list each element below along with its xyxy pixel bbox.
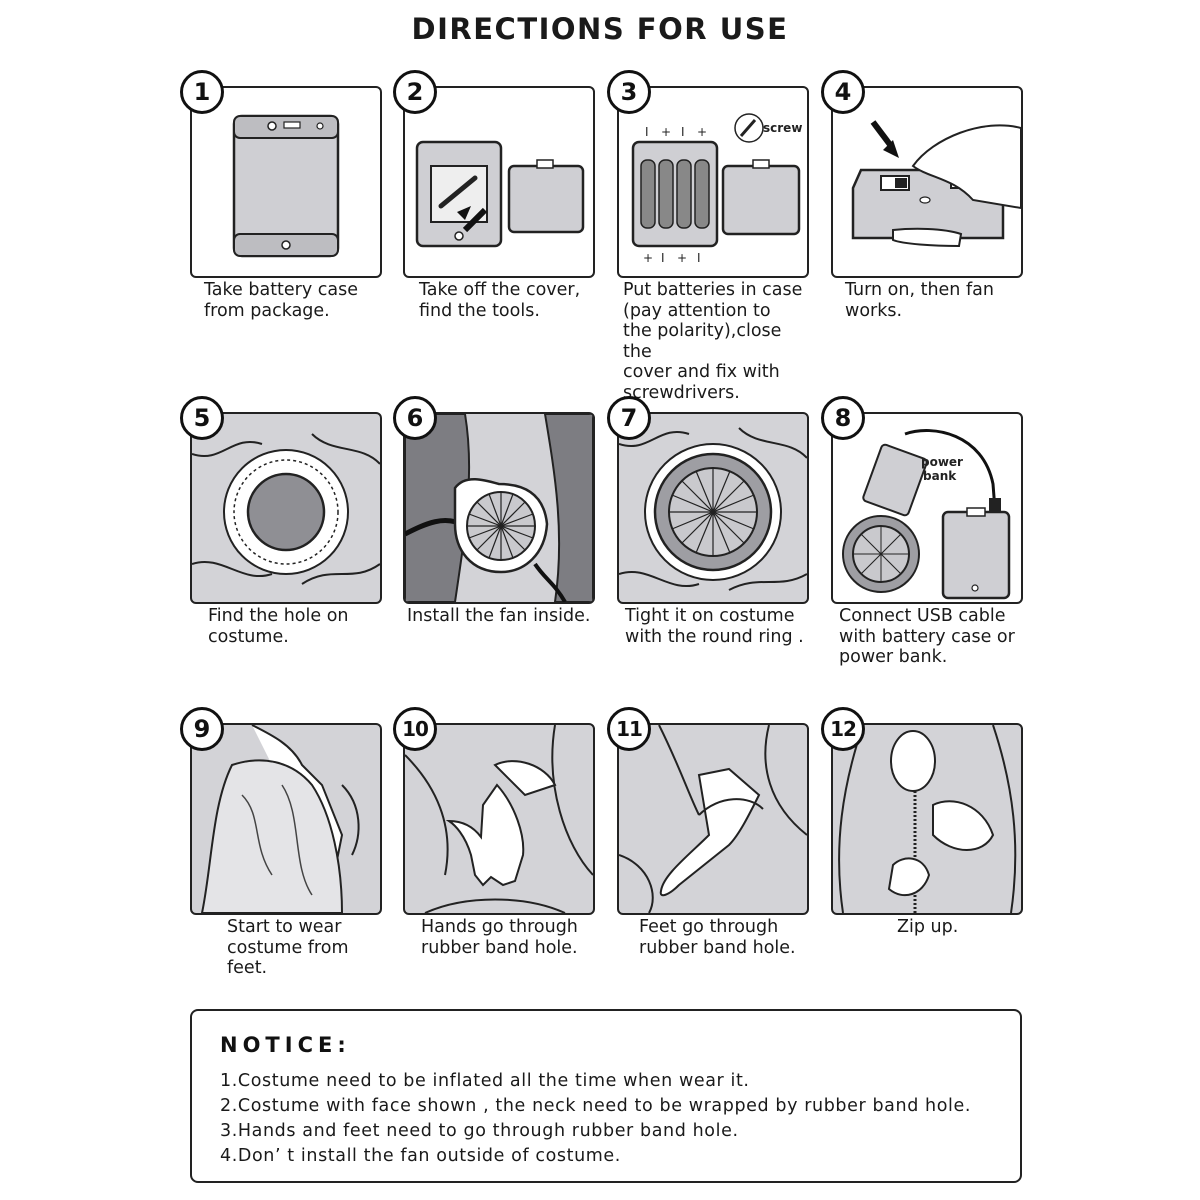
- step-2-illustration: [403, 86, 595, 278]
- step-number: 8: [821, 396, 865, 440]
- notice-title: NOTICE:: [220, 1033, 351, 1057]
- foot-through-hole-icon: [619, 725, 807, 913]
- step-5-illustration: [190, 412, 382, 604]
- step-11-illustration: [617, 723, 809, 915]
- usb-connection-icon: power bank: [833, 414, 1021, 602]
- step-3-illustration: I + I + + I + I screw: [617, 86, 809, 278]
- step-10-illustration: [403, 723, 595, 915]
- notice-box: NOTICE: 1.Costume need to be inflated al…: [190, 1009, 1022, 1183]
- step-6-illustration: [403, 412, 595, 604]
- wear-from-feet-icon: [192, 725, 380, 913]
- step-caption: Find the hole on costume.: [208, 606, 349, 647]
- polarity-label: +: [643, 251, 653, 265]
- step-number: 10: [393, 707, 437, 751]
- step-9-illustration: [190, 723, 382, 915]
- step-caption: Take off the cover, find the tools.: [419, 280, 580, 321]
- notice-line: 4.Don’ t install the fan outside of cost…: [220, 1146, 621, 1166]
- step-12-illustration: [831, 723, 1023, 915]
- zip-up-icon: [833, 725, 1021, 913]
- hand-through-hole-icon: [405, 725, 593, 913]
- polarity-label: +: [661, 125, 671, 139]
- costume-hole-icon: [192, 414, 380, 602]
- screw-label: screw: [763, 121, 802, 135]
- step-caption: Put batteries in case (pay attention to …: [623, 280, 809, 403]
- step-number: 2: [393, 70, 437, 114]
- step-number: 3: [607, 70, 651, 114]
- step-number: 6: [393, 396, 437, 440]
- power-label: power: [921, 455, 963, 469]
- step-8-illustration: power bank: [831, 412, 1023, 604]
- step-caption: Feet go through rubber band hole.: [639, 917, 796, 958]
- install-fan-icon: [405, 414, 593, 602]
- polarity-label: I: [645, 125, 649, 139]
- batteries-in-case-icon: I + I + + I + I screw: [619, 88, 807, 276]
- step-number: 5: [180, 396, 224, 440]
- bank-label: bank: [923, 469, 957, 483]
- step-number: 7: [607, 396, 651, 440]
- step-number: 12: [821, 707, 865, 751]
- step-caption: Turn on, then fan works.: [845, 280, 994, 321]
- polarity-label: +: [677, 251, 687, 265]
- step-1-illustration: [190, 86, 382, 278]
- battery-case-icon: [192, 88, 380, 276]
- notice-line: 3.Hands and feet need to go through rubb…: [220, 1121, 739, 1141]
- step-caption: Zip up.: [897, 917, 958, 938]
- switch-on-icon: [833, 88, 1021, 276]
- step-caption: Install the fan inside.: [407, 606, 590, 627]
- polarity-label: I: [697, 251, 701, 265]
- notice-line: 1.Costume need to be inflated all the ti…: [220, 1071, 750, 1091]
- polarity-label: I: [661, 251, 665, 265]
- open-case-and-cover-icon: [405, 88, 593, 276]
- step-7-illustration: [617, 412, 809, 604]
- step-caption: Start to wear costume from feet.: [227, 917, 349, 979]
- polarity-label: I: [681, 125, 685, 139]
- step-caption: Tight it on costume with the round ring …: [625, 606, 804, 647]
- page-title: DIRECTIONS FOR USE: [0, 12, 1200, 46]
- fan-ring-icon: [619, 414, 807, 602]
- step-4-illustration: [831, 86, 1023, 278]
- step-caption: Take battery case from package.: [204, 280, 358, 321]
- step-caption: Connect USB cable with battery case or p…: [839, 606, 1015, 668]
- step-number: 4: [821, 70, 865, 114]
- step-number: 1: [180, 70, 224, 114]
- polarity-label: +: [697, 125, 707, 139]
- step-number: 11: [607, 707, 651, 751]
- notice-line: 2.Costume with face shown , the neck nee…: [220, 1096, 971, 1116]
- step-number: 9: [180, 707, 224, 751]
- step-caption: Hands go through rubber band hole.: [421, 917, 578, 958]
